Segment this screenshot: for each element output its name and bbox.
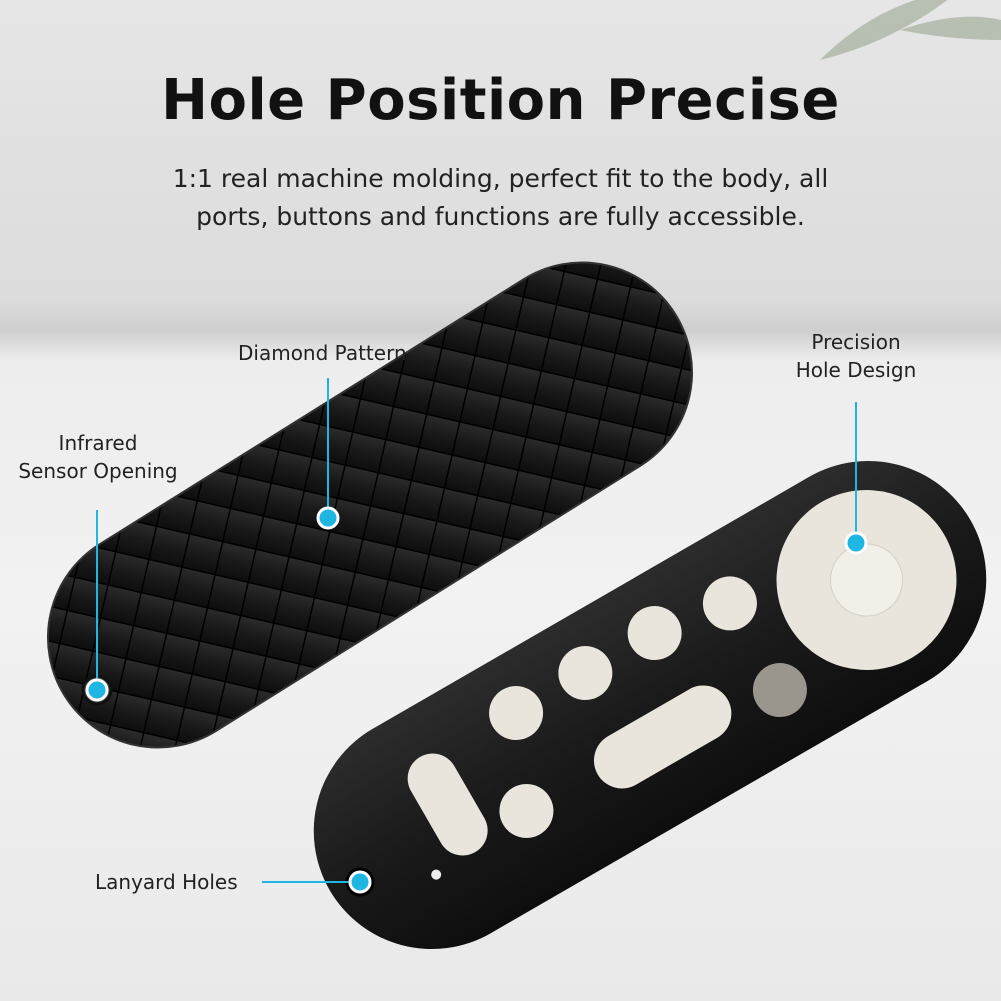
remote-case-front	[313, 461, 987, 949]
home-button	[752, 663, 807, 718]
callout-dot-infrared	[85, 678, 109, 702]
label-lanyard-holes: Lanyard Holes	[95, 870, 238, 894]
remote-case-back	[46, 261, 694, 749]
led	[431, 869, 442, 880]
label-infrared: Infrared Sensor Opening	[14, 429, 182, 485]
label-precision-line-1: Precision	[811, 330, 901, 354]
label-precision: Precision Hole Design	[786, 328, 926, 384]
label-precision-line-2: Hole Design	[795, 358, 917, 382]
label-diamond-pattern: Diamond Pattern	[238, 341, 407, 365]
power-input-button	[407, 753, 488, 856]
back-button	[702, 576, 757, 631]
mute-button	[558, 646, 613, 701]
subtitle-line-2: ports, buttons and functions are fully a…	[196, 202, 805, 231]
subtitle-line-1: 1:1 real machine molding, perfect fit to…	[172, 164, 829, 193]
youtube-button	[489, 686, 544, 741]
label-infrared-line-2: Sensor Opening	[18, 459, 178, 483]
callout-dot-lanyard	[348, 870, 372, 894]
volume-rocker	[593, 685, 732, 789]
callout-dot-precision	[844, 531, 868, 555]
subtitle: 1:1 real machine molding, perfect fit to…	[0, 160, 1001, 236]
page-title: Hole Position Precise	[161, 68, 840, 133]
callout-dots	[85, 506, 868, 894]
label-infrared-line-1: Infrared	[58, 431, 138, 455]
plant-leaf	[820, 0, 1001, 60]
mic-button	[627, 606, 682, 661]
callout-dot-diamond	[316, 506, 340, 530]
netflix-button	[499, 783, 554, 838]
callout-lines	[96, 378, 857, 883]
